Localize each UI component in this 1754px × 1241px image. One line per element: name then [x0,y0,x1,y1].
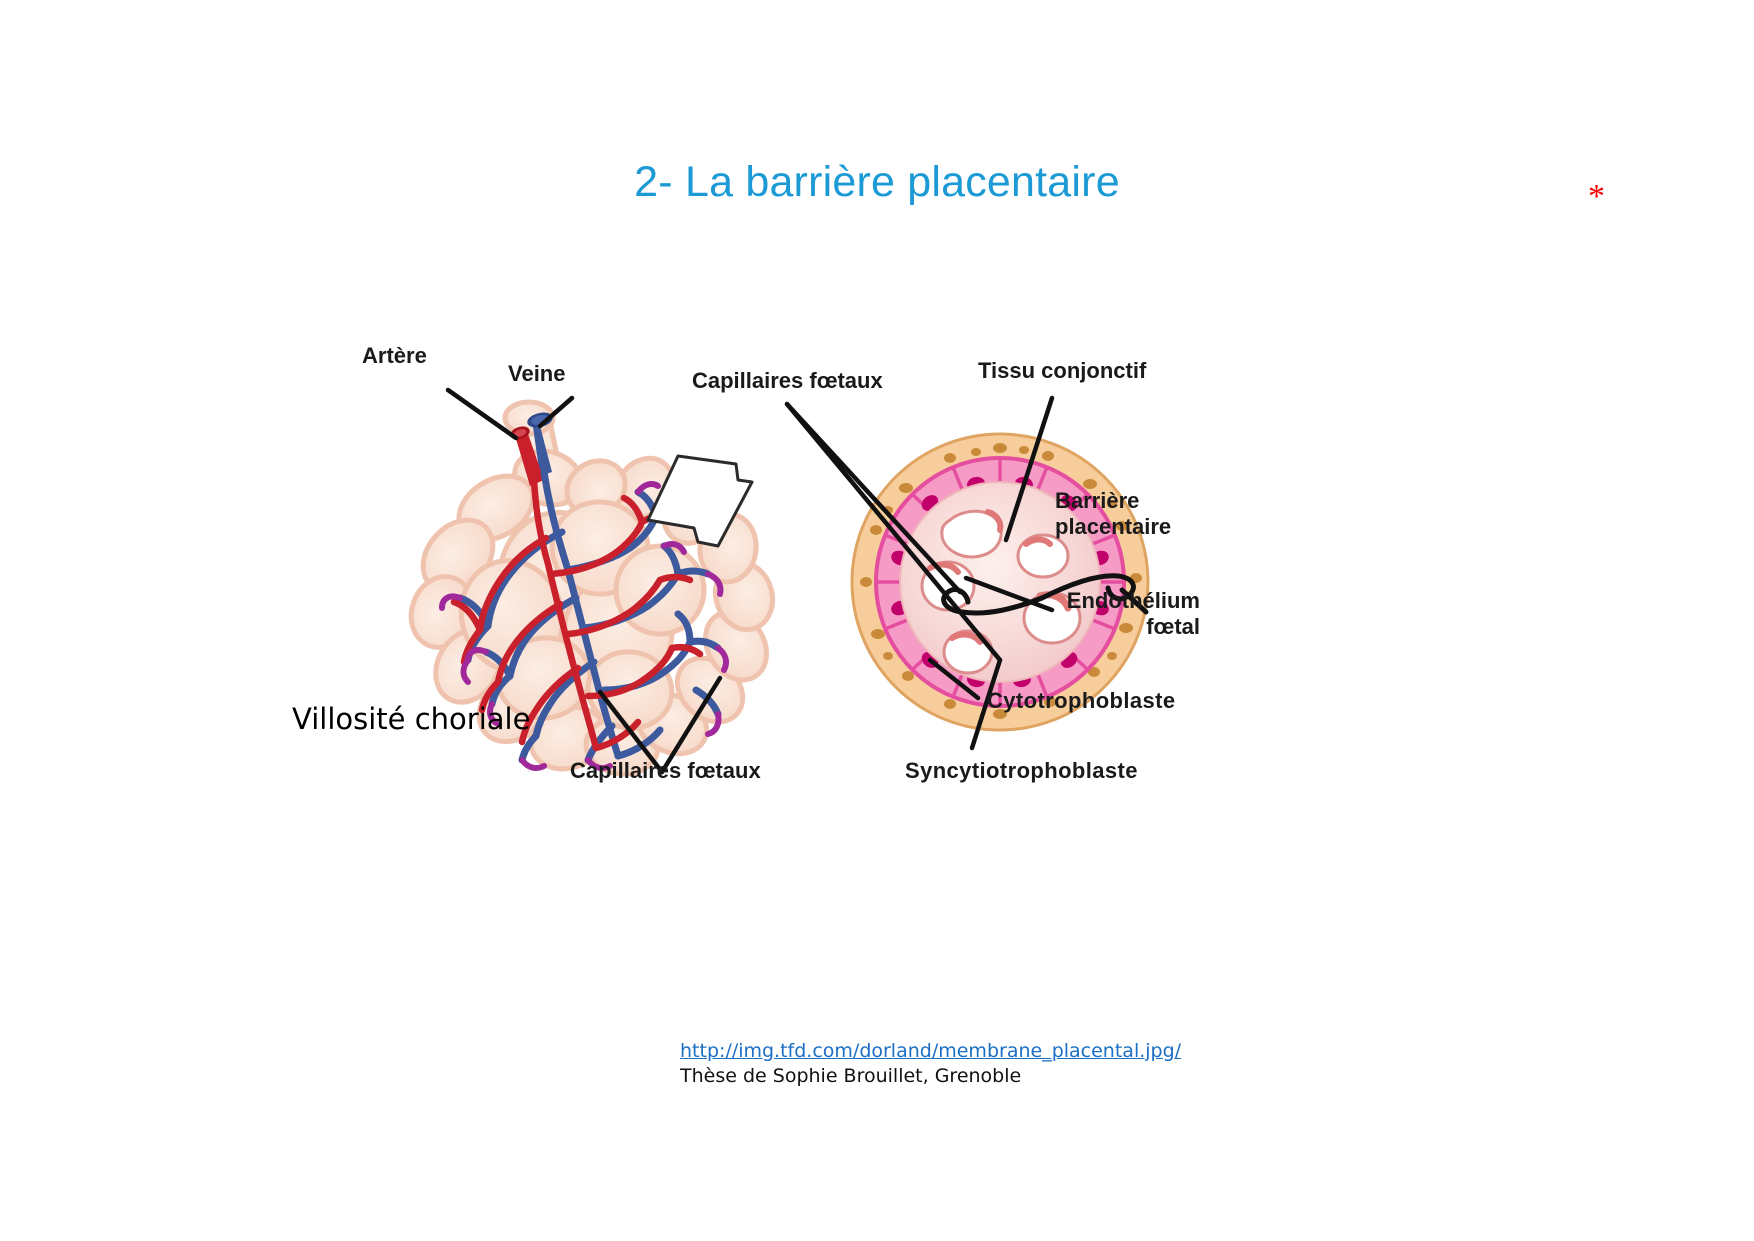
leader-cap-foetaux-bot-b [659,675,723,775]
leader-tissu-conjonctif [1003,395,1055,543]
footnote-asterisk: * [1588,178,1605,215]
placental-barrier-illustration [408,387,1150,777]
label-veine: Veine [508,361,566,386]
leader-endothelium-foetal [963,575,1055,613]
fetal-capillary [942,629,994,675]
label-artere: Artère [362,343,427,368]
leader-cap-foetaux-top-b [784,401,1003,663]
leader-lines [445,387,1055,775]
chorionic-villus-tree [408,399,776,777]
label-endothelium-foetal: Endothélium fœtal [1066,588,1200,639]
label-syncytiotrophoblaste: Syncytiotrophoblaste [905,758,1138,783]
leader-artere [445,387,519,441]
fetal-capillaries [920,509,1082,675]
label-cytotrophoblaste: Cytotrophoblaste [987,688,1176,713]
barriere-placentaire-tail [1119,587,1149,615]
villus-cross-section [850,432,1150,732]
fetal-capillary [940,509,1004,559]
villosite-choriale-annotation: Villosité choriale [292,702,531,736]
label-tissu-conjonctif: Tissu conjonctif [978,358,1147,383]
source-url-link[interactable]: http://img.tfd.com/dorland/membrane_plac… [680,1040,1182,1062]
barriere-placentaire-bracket-outer [1039,573,1136,602]
leader-cap-foetaux-bot-a [597,689,665,775]
section-plane-cutaway [646,454,754,548]
placental-barrier-figure: Artère Veine Capillaires fœtaux Tissu co… [300,343,1400,840]
leader-syncytiotrophoblaste [969,657,1003,751]
leader-veine [537,395,575,429]
page-title: 2- La barrière placentaire [634,158,1120,206]
source-thesis-text: Thèse de Sophie Brouillet, Grenoble [680,1065,1022,1087]
credits-block: http://img.tfd.com/dorland/membrane_plac… [680,1040,1181,1087]
fetal-capillary [1016,533,1070,579]
villus-stem-vessels [510,412,553,486]
syncytiotrophoblast-granules [860,443,1142,719]
label-barriere-placentaire: Barrière placentaire [1055,488,1172,539]
villus-arterial-branches [450,476,704,752]
leader-cytotrophoblaste [927,657,981,701]
label-capillaires-foetaux-top: Capillaires fœtaux [692,368,883,393]
label-capillaires-foetaux-bottom: Capillaires fœtaux [570,758,761,783]
